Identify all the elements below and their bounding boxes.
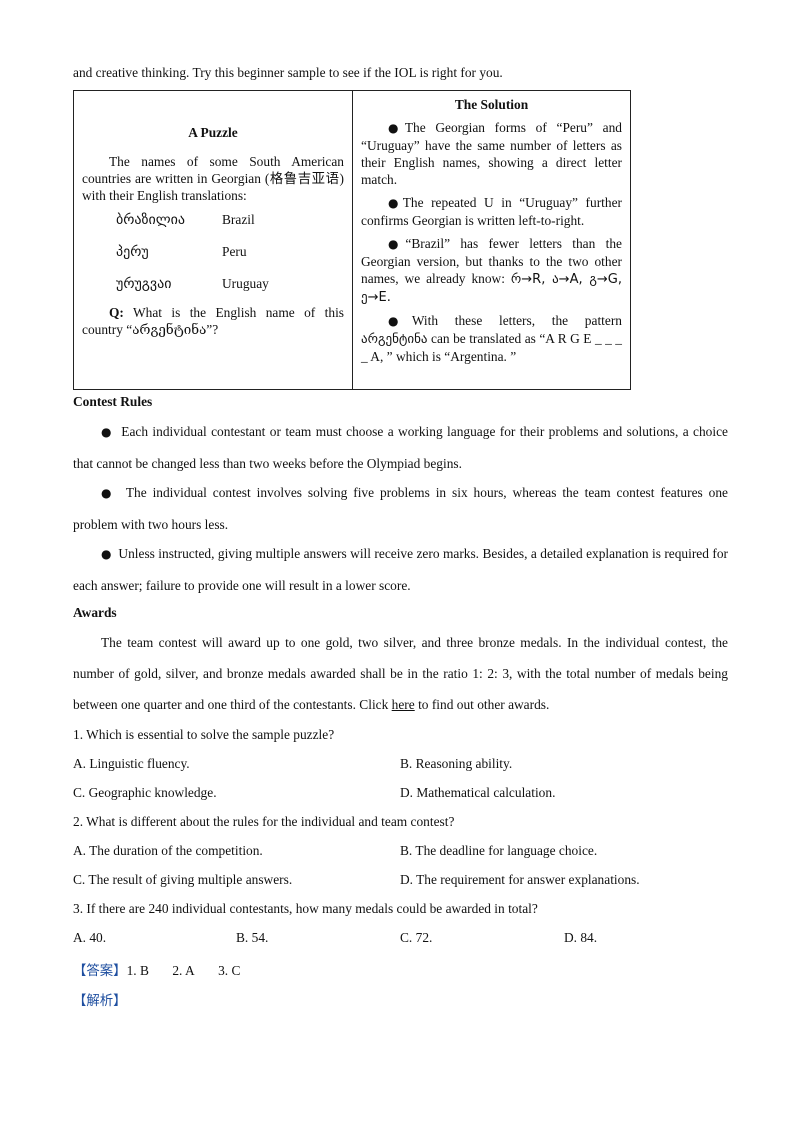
- bullet-icon: ●: [388, 314, 412, 328]
- contest-rules-heading: Contest Rules: [73, 394, 153, 409]
- puzzle-column: A Puzzle The names of some South America…: [74, 91, 353, 389]
- question-1: 1. Which is essential to solve the sampl…: [73, 727, 335, 742]
- question-label: Q:: [109, 305, 124, 320]
- answer-item: 3. C: [218, 963, 241, 978]
- question-2: 2. What is different about the rules for…: [73, 814, 455, 829]
- puzzle-table: A Puzzle The names of some South America…: [73, 90, 631, 390]
- puzzle-question: Q: What is the English name of this coun…: [82, 304, 344, 338]
- bullet-icon: ●: [101, 547, 112, 561]
- solution-title: The Solution: [454, 97, 529, 112]
- bullet-icon: ●: [388, 121, 405, 135]
- analysis-tag: 【解析】: [73, 993, 127, 1008]
- bullet-icon: ●: [101, 425, 113, 439]
- solution-point: ●The repeated U in “Uruguay” further con…: [361, 195, 622, 228]
- georgian-word: პერუ: [116, 244, 149, 260]
- intro-text: and creative thinking. Try this beginner…: [73, 65, 503, 80]
- question-text: What is the English name of this country…: [82, 305, 344, 337]
- option-b[interactable]: B. The deadline for language choice.: [400, 843, 598, 858]
- rule-item: ● Each individual contestant or team mus…: [73, 424, 728, 471]
- bullet-icon: ●: [388, 196, 403, 210]
- option-c[interactable]: C. The result of giving multiple answers…: [73, 872, 293, 887]
- option-c[interactable]: C. Geographic knowledge.: [73, 785, 217, 800]
- bullet-icon: ●: [388, 237, 406, 251]
- solution-column: The Solution ●The Georgian forms of “Per…: [353, 91, 630, 389]
- bullet-icon: ●: [101, 486, 115, 500]
- english-word: Brazil: [222, 212, 255, 227]
- option-a[interactable]: A. Linguistic fluency.: [73, 756, 190, 771]
- option-a[interactable]: A. The duration of the competition.: [73, 843, 263, 858]
- english-word: Peru: [222, 244, 247, 259]
- option-a[interactable]: A. 40.: [73, 930, 107, 945]
- solution-point: ●“Brazil” has fewer letters than the Geo…: [361, 236, 622, 305]
- awards-text: The team contest will award up to one go…: [73, 635, 728, 712]
- translation-row: პერუ Peru: [82, 236, 344, 268]
- here-link[interactable]: here: [391, 697, 415, 712]
- georgian-word: ბრაზილია: [116, 212, 186, 228]
- awards-heading: Awards: [73, 605, 117, 620]
- georgian-word: ურუგვაი: [116, 276, 172, 292]
- answer-item: 2. A: [172, 963, 195, 978]
- english-word: Uruguay: [222, 276, 269, 291]
- answer-tag: 【答案】: [73, 963, 127, 978]
- option-b[interactable]: B. 54.: [236, 930, 269, 945]
- puzzle-text: The names of some South American countri…: [82, 154, 344, 203]
- option-b[interactable]: B. Reasoning ability.: [400, 756, 513, 771]
- puzzle-title: A Puzzle: [188, 125, 238, 140]
- solution-point: ●The Georgian forms of “Peru” and “Urugu…: [361, 120, 622, 187]
- rule-item: ● Unless instructed, giving multiple ans…: [73, 546, 728, 593]
- translation-row: ურუგვაი Uruguay: [82, 268, 344, 300]
- solution-point: ●With these letters, the pattern არგენტი…: [361, 313, 622, 364]
- option-c[interactable]: C. 72.: [400, 930, 433, 945]
- translation-row: ბრაზილია Brazil: [82, 204, 344, 236]
- letter-mapping: რ→R, ა→A, გ→G, ე→E.: [361, 272, 622, 305]
- option-d[interactable]: D. Mathematical calculation.: [400, 785, 556, 800]
- option-d[interactable]: D. The requirement for answer explanatio…: [400, 872, 640, 887]
- question-3: 3. If there are 240 individual contestan…: [73, 901, 538, 916]
- option-d[interactable]: D. 84.: [564, 930, 598, 945]
- georgian-pattern: არგენტინა: [361, 332, 428, 347]
- answer-line: 【答案】1. B 2. A 3. C: [73, 959, 240, 979]
- rule-item: ● The individual contest involves solvin…: [73, 485, 728, 532]
- answer-item: 1. B: [126, 963, 149, 978]
